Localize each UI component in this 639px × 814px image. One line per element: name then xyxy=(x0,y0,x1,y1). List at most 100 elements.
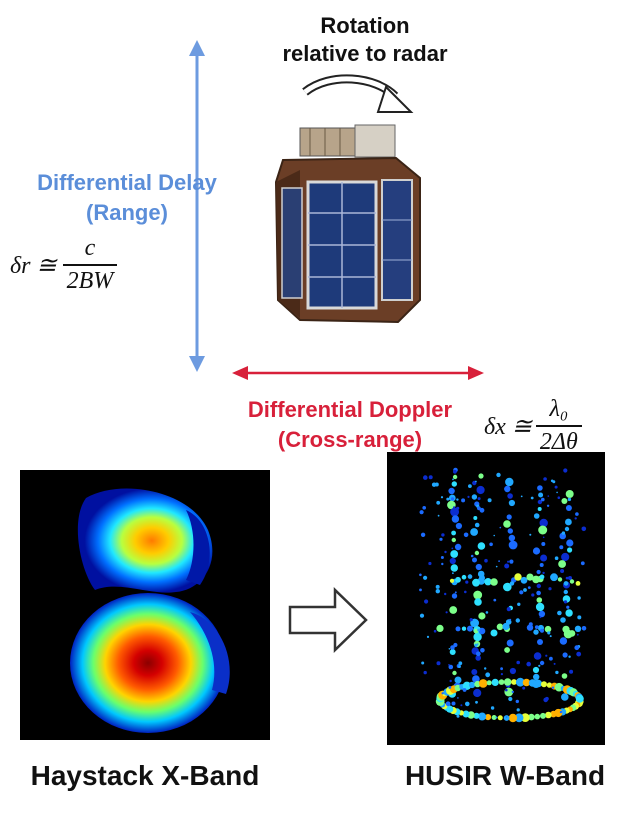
speckle-dot xyxy=(463,532,469,538)
speckle-dot xyxy=(419,613,425,618)
speckle-dot xyxy=(433,629,437,633)
speckle-dot xyxy=(560,569,565,573)
speckle-dot xyxy=(503,678,512,686)
speckle-dot xyxy=(558,560,566,568)
speckle-dot xyxy=(478,473,484,479)
speckle-dot xyxy=(453,469,457,474)
speckle-dot xyxy=(468,681,476,689)
speckle-dot xyxy=(535,602,545,612)
speckle-dot xyxy=(564,526,570,532)
speckle-dot xyxy=(496,472,501,478)
speckle-dot xyxy=(475,480,477,483)
speckle-dot xyxy=(567,547,573,553)
speckle-dot xyxy=(538,610,546,618)
speckle-dot xyxy=(452,478,454,481)
speckle-dot xyxy=(468,484,472,488)
speckle-dot xyxy=(478,679,488,688)
speckle-dot xyxy=(565,518,572,526)
speckle-dot xyxy=(453,506,456,509)
crossrange-formula-denominator: 2Δθ xyxy=(535,425,582,456)
speckle-dot xyxy=(575,581,581,586)
speckle-dot xyxy=(538,525,548,535)
speckle-dot xyxy=(504,485,511,493)
speckle-dot xyxy=(561,552,570,562)
speckle-dot xyxy=(454,591,457,594)
speckle-dot xyxy=(441,562,444,566)
speckle-dot xyxy=(434,482,439,487)
speckle-dot xyxy=(472,557,477,563)
speckle-dot xyxy=(419,588,422,592)
speckle-dot xyxy=(565,505,572,511)
speckle-dot xyxy=(449,578,455,583)
speckle-dot xyxy=(520,576,528,584)
speckle-dot xyxy=(423,670,427,675)
speckle-dot xyxy=(455,522,462,530)
speckle-dot xyxy=(536,590,541,596)
speckle-dot xyxy=(503,520,511,528)
speckle-dot xyxy=(568,655,571,658)
speckle-dot xyxy=(545,696,549,701)
speckle-dot xyxy=(478,612,486,620)
speckle-dot xyxy=(504,623,507,626)
speckle-dot xyxy=(491,678,499,687)
speckle-dot xyxy=(503,582,512,592)
speckle-dot xyxy=(480,648,485,653)
rotation-label-line1: Rotation xyxy=(320,13,410,38)
speckle-dot xyxy=(545,711,552,719)
speckle-dot xyxy=(507,493,513,499)
speckle-dot xyxy=(452,474,458,480)
speckle-dot xyxy=(511,679,517,685)
speckle-dot xyxy=(533,652,542,660)
range-title-line1: Differential Delay xyxy=(37,170,217,195)
speckle-dot xyxy=(516,708,520,712)
haystack-caption: Haystack X-Band xyxy=(30,760,260,791)
speckle-dot xyxy=(505,477,514,487)
speckle-dot xyxy=(441,533,445,537)
speckle-dot xyxy=(448,664,454,670)
speckle-dot xyxy=(479,507,485,513)
speckle-dot xyxy=(467,574,473,579)
speckle-dot xyxy=(549,635,552,638)
speckle-dot xyxy=(493,598,497,602)
range-formula-numerator: c xyxy=(84,235,96,261)
speckle-dot xyxy=(574,625,582,632)
speckle-dot xyxy=(457,697,459,699)
speckle-dot xyxy=(445,701,451,707)
rotation-label: Rotation relative to radar xyxy=(250,12,480,68)
speckle-dot xyxy=(514,573,522,581)
speckle-dot xyxy=(533,629,539,635)
speckle-dot xyxy=(448,648,451,650)
speckle-dot xyxy=(556,491,558,494)
speckle-dot xyxy=(517,602,521,606)
speckle-dot xyxy=(563,589,568,595)
speckle-dot xyxy=(444,550,447,554)
speckle-dot xyxy=(449,557,456,565)
speckle-dot xyxy=(528,622,533,627)
speckle-dot xyxy=(559,710,563,714)
speckle-dot xyxy=(441,692,444,695)
speckle-dot xyxy=(477,628,480,632)
speckle-dot xyxy=(515,699,519,704)
speckle-dot xyxy=(477,497,481,501)
speckle-dot xyxy=(421,661,425,665)
speckle-dot xyxy=(561,673,568,679)
speckle-dot xyxy=(520,713,530,722)
speckle-dot xyxy=(569,579,575,584)
speckle-dot xyxy=(562,652,568,658)
speckle-dot xyxy=(477,542,486,550)
speckle-dot xyxy=(541,497,545,502)
crossrange-axis-title: Differential Doppler (Cross-range) xyxy=(210,395,490,455)
speckle-dot xyxy=(473,516,478,520)
crossrange-formula-lhs: δx ≅ xyxy=(484,413,532,440)
range-formula-fraction: c 2BW xyxy=(62,235,118,295)
speckle-dot xyxy=(455,576,461,583)
crossrange-formula: δx ≅ λ₀ 2Δθ xyxy=(484,396,582,456)
speckle-dot xyxy=(536,597,543,603)
speckle-dot xyxy=(419,573,422,577)
speckle-dot xyxy=(445,611,448,614)
speckle-dot xyxy=(539,660,545,666)
speckle-dot xyxy=(541,542,546,546)
